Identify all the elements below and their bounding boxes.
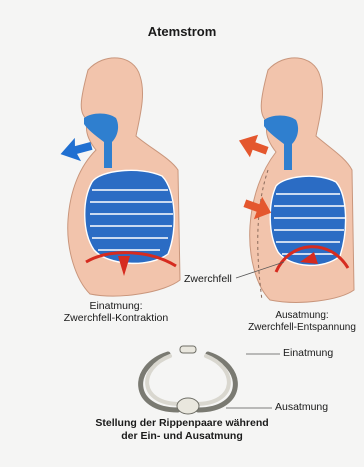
sternum [180, 346, 196, 353]
inhalation-figure [57, 58, 180, 296]
vertebra [177, 398, 199, 414]
rib-cross-section [141, 346, 280, 414]
airflow-out-arrow-upper [235, 129, 271, 162]
inhalation-caption: Einatmung: Zwerchfell-Kontraktion [56, 300, 176, 324]
exhalation-caption: Ausatmung: Zwerchfell-Entspannung [240, 310, 364, 334]
rib-inhale-label: Einatmung [283, 347, 333, 359]
rib-exhale-label: Ausatmung [275, 401, 328, 413]
rib-pair-exhale [147, 356, 229, 404]
ribcage-left [85, 170, 175, 263]
diaphragm-label: Zwerchfell [184, 273, 232, 285]
rib-position-caption: Stellung der Rippenpaare während der Ein… [0, 417, 364, 443]
exhalation-figure [235, 58, 354, 303]
